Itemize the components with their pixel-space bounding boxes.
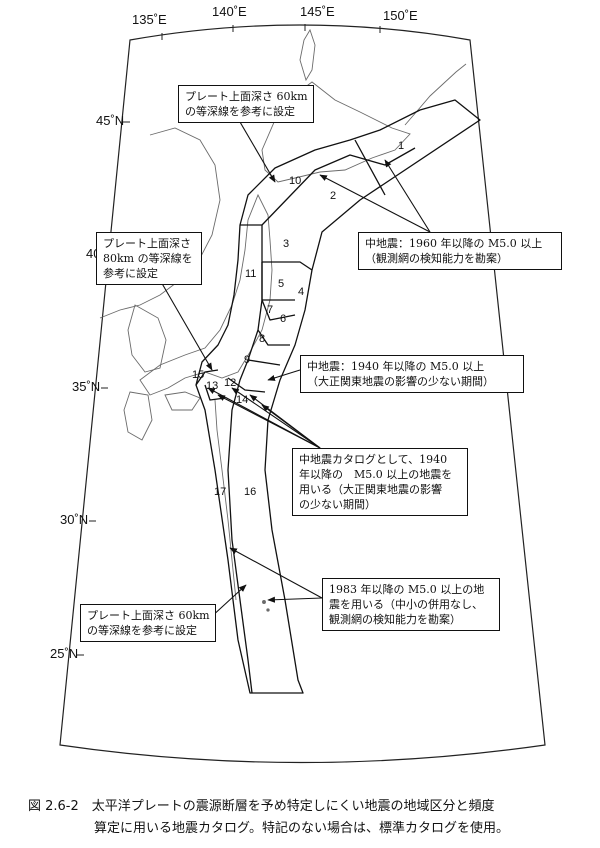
arrow-1960-b [384, 159, 431, 233]
zone-boundaries [195, 99, 481, 694]
arrow-bottom-note [209, 584, 247, 619]
note-line: （大正関東地震の影響の少ない期間） [307, 375, 494, 388]
callout-arrows [159, 121, 431, 619]
note-top-depth-60km: プレート上面深さ 60km の等深線を参考に設定 [178, 85, 314, 123]
zone-label-4: 4 [298, 286, 305, 298]
arrow-catalog-c [231, 387, 321, 449]
lat-label-35: 35˚N [72, 379, 101, 394]
zone-label-8: 8 [259, 333, 266, 345]
zone-label-3: 3 [283, 238, 290, 250]
note-catalog-1940: 中地震カタログとして、1940 年以降の M5.0 以上の地震を 用いる（大正関… [292, 448, 468, 516]
note-line: （観測網の検知能力を勘案） [365, 252, 508, 265]
arrow-catalog-b [217, 394, 321, 449]
arrow-left-note [159, 279, 213, 371]
coast-shikoku [164, 391, 201, 411]
coast-kyushu [123, 391, 153, 441]
note-line: プレート上面深さ [103, 237, 191, 250]
map-frame [59, 24, 546, 764]
zone-label-2: 2 [330, 190, 337, 202]
note-line: 用いる（大正関東地震の影響 [299, 483, 442, 496]
arrow-1940 [267, 369, 301, 381]
note-line: 80km の等深線を [103, 252, 193, 265]
note-line: 観測網の検知能力を勘案） [329, 613, 461, 626]
lon-label-135: 135˚E [132, 12, 167, 27]
zone-label-17: 17 [214, 486, 227, 498]
zone-label-16: 16 [244, 486, 257, 498]
zone-label-15: 15 [192, 369, 205, 381]
zone-label-1: 1 [398, 140, 405, 152]
arrow-1983-b [267, 596, 323, 603]
zone-label-7: 7 [267, 304, 274, 316]
lon-label-150: 150˚E [383, 8, 418, 23]
caption-line-1: 図 2.6-2 太平洋プレートの震源断層を予め特定しにくい地震の地域区分と頻度 [28, 799, 495, 814]
note-line: プレート上面深さ 60km [185, 90, 308, 103]
lon-label-145: 145˚E [300, 4, 335, 19]
zone-line-9 [247, 359, 281, 366]
note-line: プレート上面深さ 60km [87, 609, 210, 622]
coast-honshu [139, 193, 273, 396]
note-line: 中地震カタログとして、1940 [299, 453, 448, 466]
note-bottom-depth-60km: プレート上面深さ 60km の等深線を参考に設定 [80, 604, 216, 642]
lat-label-30: 30˚N [60, 512, 89, 527]
figure-caption: 図 2.6-2 太平洋プレートの震源断層を予め特定しにくい地震の地域区分と頻度 … [28, 796, 588, 840]
zone-line-10-2 [261, 147, 416, 226]
lat-label-25: 25˚N [50, 646, 79, 661]
lat-label-45: 45˚N [96, 113, 125, 128]
zone-label-9: 9 [244, 354, 251, 366]
note-line: 1983 年以降の M5.0 以上の地 [329, 583, 485, 596]
zone-label-5: 5 [278, 278, 285, 290]
arrow-1983 [229, 547, 323, 599]
zone-label-6: 6 [280, 313, 287, 325]
zone-line-8 [257, 329, 290, 346]
pacific-belt-outline [195, 99, 481, 694]
lon-label-140: 140˚E [212, 4, 247, 19]
note-line: の等深線を参考に設定 [185, 105, 295, 118]
note-line: 震を用いる（中小の併用なし、 [329, 598, 483, 611]
zone-label-14: 14 [236, 394, 249, 406]
note-line: 中地震：1940 年以降の M5.0 以上 [307, 360, 485, 373]
zone-line-15 [195, 369, 219, 386]
zone-label-10: 10 [289, 175, 302, 187]
zone-line-2-1 [354, 139, 386, 196]
note-line: の少ない期間） [299, 498, 376, 511]
caption-line-2: 算定に用いる地震カタログ。特記のない場合は、標準カタログを使用。 [94, 821, 509, 836]
coast-izu [214, 399, 237, 601]
note-1940: 中地震：1940 年以降の M5.0 以上 （大正関東地震の影響の少ない期間） [300, 355, 524, 393]
zone-line-3-11 [262, 261, 313, 271]
note-line: 年以降の M5.0 以上の地震を [299, 468, 453, 481]
arrow-1960-a [319, 174, 431, 233]
arrow-top-note [239, 121, 276, 183]
zone-line-6-7 [261, 299, 296, 321]
zone-label-12: 12 [224, 377, 237, 389]
arrow-catalog-e [261, 404, 321, 449]
note-line: 中地震：1960 年以降の M5.0 以上 [365, 237, 543, 250]
zone-label-11: 11 [245, 268, 257, 280]
note-1960: 中地震：1960 年以降の M5.0 以上 （観測網の検知能力を勘案） [358, 232, 562, 270]
note-line: の等深線を参考に設定 [87, 624, 197, 637]
zone-label-13: 13 [206, 380, 219, 392]
note-left-depth-80km: プレート上面深さ 80km の等深線を 参考に設定 [96, 232, 202, 285]
coast-korea [127, 304, 167, 373]
zone-line-12-14 [227, 377, 266, 393]
note-line: 参考に設定 [103, 267, 158, 280]
coast-sakhalin [299, 28, 316, 82]
note-1983: 1983 年以降の M5.0 以上の地 震を用いる（中小の併用なし、 観測網の検… [322, 578, 500, 631]
